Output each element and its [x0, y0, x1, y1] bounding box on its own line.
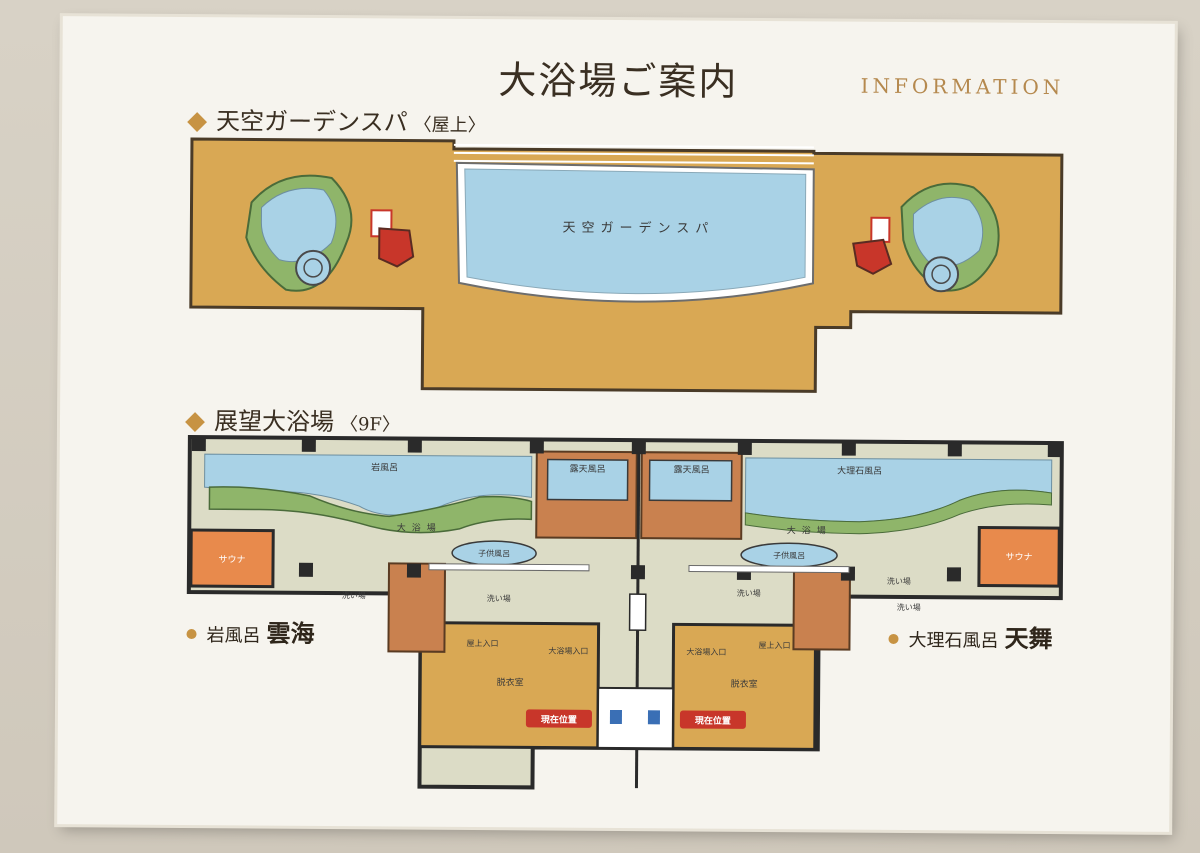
columns [191, 437, 1062, 582]
sauna-right-room [977, 526, 1061, 588]
information-board: 大浴場ご案内 INFORMATION 天空ガーデンスパ〈屋上〉 展望大浴場〈9F… [57, 16, 1175, 832]
sauna-left-room [189, 528, 275, 589]
label-datsuijo-left: 脱衣室 [497, 676, 524, 688]
right-garden-pond [900, 182, 1000, 293]
rooftop-map: 天空ガーデンスパ [189, 137, 1064, 393]
restroom-area [596, 686, 675, 750]
label-current-left: 現在位置 [541, 713, 577, 725]
label-roten-left: 露天風呂 [570, 464, 606, 475]
floor9-map: 岩風呂 露天風呂 露天風呂 大理石風呂 大浴場 大浴場 子供風呂 子供風呂 サウ… [186, 435, 1064, 790]
left-stair [370, 209, 415, 268]
restroom-icon [609, 709, 661, 725]
label-araiba-2: 洗い場 [487, 593, 511, 603]
dairiseki-edge [744, 489, 1053, 535]
right-stair [852, 216, 893, 275]
roten-left-pool [546, 458, 629, 501]
sky-garden-pool-label: 天空ガーデンスパ [562, 220, 714, 237]
iwaburo-rocks [208, 486, 533, 534]
label-rooftop-entry-right: 屋上入口 [758, 641, 790, 650]
rooftop-edge-lines [453, 143, 814, 165]
label-bath-entry-right: 大浴場入口 [686, 646, 726, 656]
label-iwaburo: 岩風呂 [371, 461, 398, 473]
roten-right-pool [648, 459, 733, 502]
label-daiyokujo-right: 大浴場 [787, 524, 832, 536]
corridor-door [628, 593, 647, 631]
current-right-marker [679, 710, 746, 729]
label-sauna-right: サウナ [1006, 552, 1033, 563]
label-araiba-4: 洗い場 [887, 576, 911, 586]
sky-garden-pool [455, 161, 815, 303]
label-current-right: 現在位置 [695, 715, 731, 727]
label-rooftop-entry-left: 屋上入口 [466, 639, 498, 648]
label-araiba-3: 洗い場 [737, 588, 761, 598]
left-garden-pond [245, 174, 353, 292]
label-kodomo-left: 子供風呂 [478, 548, 510, 558]
label-daiyokujo-left: 大浴場 [397, 521, 442, 533]
label-bath-entry-left: 大浴場入口 [548, 646, 588, 656]
label-araiba-5: 洗い場 [897, 602, 921, 612]
label-kodomo-right: 子供風呂 [773, 550, 805, 560]
wash-counters [428, 563, 850, 574]
stair-right [792, 568, 851, 651]
current-left-marker [525, 709, 592, 728]
label-roten-right: 露天風呂 [674, 464, 710, 475]
label-datsuijo-right: 脱衣室 [731, 678, 758, 690]
iwaburo-pool [204, 453, 533, 516]
label-araiba-1: 洗い場 [342, 590, 366, 600]
label-sauna-left: サウナ [218, 554, 245, 565]
label-dairiseki: 大理石風呂 [837, 465, 882, 477]
